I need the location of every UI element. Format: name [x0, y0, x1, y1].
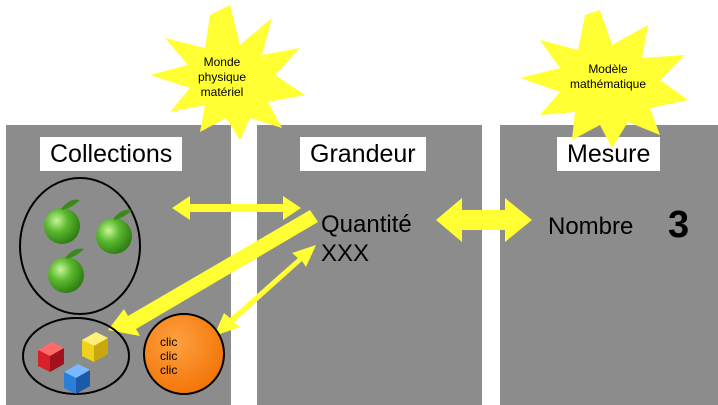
burst-line: Monde [203, 55, 241, 69]
apple-icon [44, 199, 80, 244]
burst-line: matériel [200, 85, 244, 99]
xxx-label: XXX [321, 240, 370, 267]
clic-line: clic [160, 335, 178, 349]
apple-icon [48, 248, 84, 293]
apples-collection-circle [19, 177, 141, 315]
quantite-label: Quantité [321, 211, 412, 238]
arrow-quantite-to-cubes [108, 210, 318, 336]
nombre-label: Nombre [548, 213, 634, 240]
starburst-right [520, 10, 688, 148]
burst-label-modele-mathematique: Modèle mathématique [560, 62, 656, 92]
burst-line: physique [197, 70, 247, 84]
arrow-collections-grandeur [172, 196, 301, 220]
clic-line: clic [160, 349, 178, 363]
arrow-grandeur-mesure [436, 198, 532, 242]
panel-mesure: Mesure Nombre 3 [500, 125, 718, 405]
mesure-title: Mesure [557, 137, 661, 171]
cube-icon [64, 364, 90, 394]
cube-icon [82, 332, 108, 362]
clic-line: clic [160, 363, 178, 377]
clic-circle [143, 313, 225, 395]
arrow-clic-grandeur [214, 245, 316, 336]
apple-icon [96, 209, 132, 254]
burst-line: mathématique [569, 77, 647, 91]
grandeur-title: Grandeur [300, 137, 426, 171]
panel-grandeur: Grandeur Quantité XXX [257, 125, 482, 405]
clic-text: clic clic clic [160, 335, 177, 377]
collections-title: Collections [40, 137, 183, 171]
starburst-left [150, 5, 305, 140]
cube-icon [38, 342, 64, 372]
burst-line: Modèle [588, 62, 628, 76]
number-value: 3 [668, 204, 690, 246]
burst-label-monde-physique: Monde physique matériel [192, 55, 252, 100]
